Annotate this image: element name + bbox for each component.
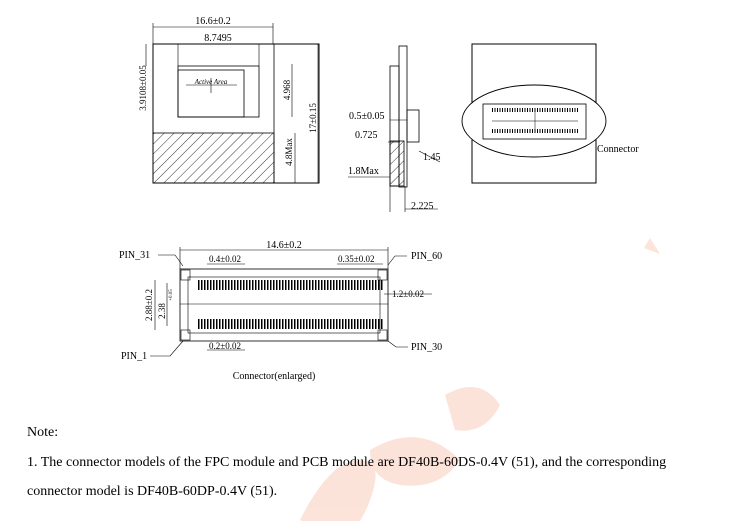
dim-gap: 0.725 <box>355 130 378 141</box>
height-dim: 17±0.15 <box>308 103 318 133</box>
hatch-height-dim: 4.8Max <box>284 138 294 166</box>
pin-width-dim: 0.35±0.02 <box>338 254 374 264</box>
dim-thickness: 0.5±0.05 <box>349 111 385 122</box>
inner-height-dim: 2.38 <box>157 303 167 319</box>
dim-max: 1.8Max <box>348 166 379 177</box>
active-area-label: Active Area <box>194 78 228 86</box>
connector-enlarged: 14.6±0.2 0.4±0.02 0.35±0.02 1.2±0.02 0.2… <box>119 240 442 382</box>
height-dim-conn: 2.88±0.2 <box>144 289 154 321</box>
back-view: Connector <box>461 43 639 184</box>
inner-tol: +0.05 <box>169 289 174 301</box>
note-line-1: 1. The connector models of the FPC modul… <box>27 455 667 470</box>
dim-step: 1.45 <box>423 152 441 163</box>
side-view: 0.5±0.05 0.725 1.8Max 1.45 2.225 <box>348 45 441 212</box>
pin-60-label: PIN_60 <box>411 251 442 262</box>
front-view: Active Area 16.6±0.2 8.7495 3.9108±0.05 … <box>138 16 320 184</box>
pitch-dim: 0.4±0.02 <box>209 254 241 264</box>
inner-width-dim: 8.7495 <box>204 33 232 44</box>
active-area-rect <box>177 69 245 118</box>
note-title: Note: <box>27 425 59 440</box>
pin-len-dim: 1.2±0.02 <box>392 289 424 299</box>
dim-total: 2.225 <box>411 201 434 212</box>
note-line-2: connector model is DF40B-60DP-0.4V (51). <box>27 484 278 499</box>
display-panel <box>177 65 260 118</box>
left-offset-dim: 3.9108±0.05 <box>138 65 148 111</box>
pin-30-label: PIN_30 <box>411 342 442 353</box>
connector-label: Connector <box>597 144 639 155</box>
watermark <box>300 238 660 521</box>
connector-caption: Connector(enlarged) <box>233 371 316 382</box>
length-dim: 14.6±0.2 <box>266 240 302 251</box>
active-height-dim: 4.968 <box>282 79 292 100</box>
pin-1-label: PIN_1 <box>121 351 147 362</box>
pin-gap-dim: 0.2±0.02 <box>209 341 241 351</box>
width-dim: 16.6±0.2 <box>195 16 231 27</box>
hatched-area <box>152 132 275 184</box>
pin-31-label: PIN_31 <box>119 250 150 261</box>
